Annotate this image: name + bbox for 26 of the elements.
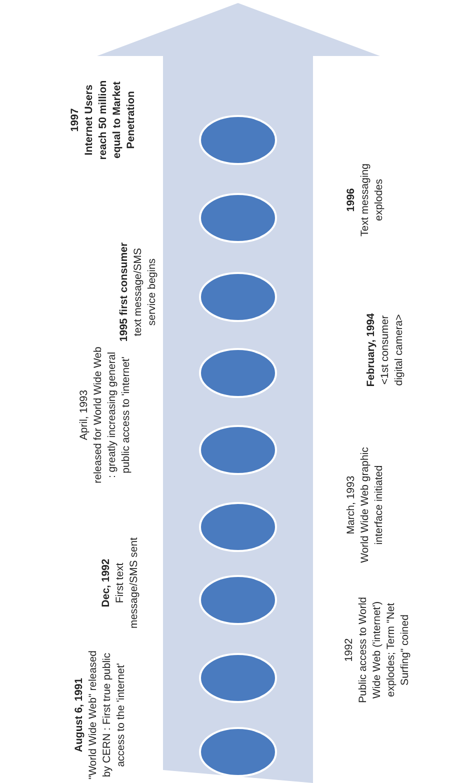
timeline-marker <box>198 114 278 166</box>
event-description: released for World Wide Web : greatly increasing general public access to 'internet' <box>91 346 133 485</box>
event-date: April, 1993 <box>77 388 91 442</box>
event-date: March, 1993 <box>344 474 358 536</box>
timeline-marker <box>198 574 278 626</box>
event-description: World Wide Web graphic interface initiated <box>358 446 386 565</box>
event-date: August 6, 1991 <box>72 676 86 754</box>
event-description: <1st consumer digital camera> <box>378 313 406 388</box>
timeline-marker <box>198 501 278 553</box>
event-description: "World Wide Web" released by CERN : First true public access to the 'internet' <box>86 649 128 781</box>
timeline-marker <box>198 347 278 399</box>
event-date: 1997 <box>68 107 82 134</box>
event-description: Public access to World Wide Web ('internet') explodes; Term "Net Surfing" coined <box>356 596 412 706</box>
timeline-marker <box>198 271 278 323</box>
timeline-marker <box>198 652 278 704</box>
timeline-marker <box>198 192 278 244</box>
event-description: Text messaging explodes <box>358 162 386 238</box>
event-description: 1995 first consumer text message/SMS service begins <box>117 241 159 344</box>
event-date: 1992 <box>342 637 356 664</box>
event-date: February, 1994 <box>364 312 378 389</box>
event-date: 1996 <box>344 187 358 214</box>
event-description: First text message/SMS sent <box>113 536 141 631</box>
event-description: Internet Users reach 50 million equal to Market Penetration <box>82 79 138 161</box>
event-date: Dec, 1992 <box>99 558 113 610</box>
timeline-marker <box>198 726 278 778</box>
timeline-marker <box>198 424 278 476</box>
